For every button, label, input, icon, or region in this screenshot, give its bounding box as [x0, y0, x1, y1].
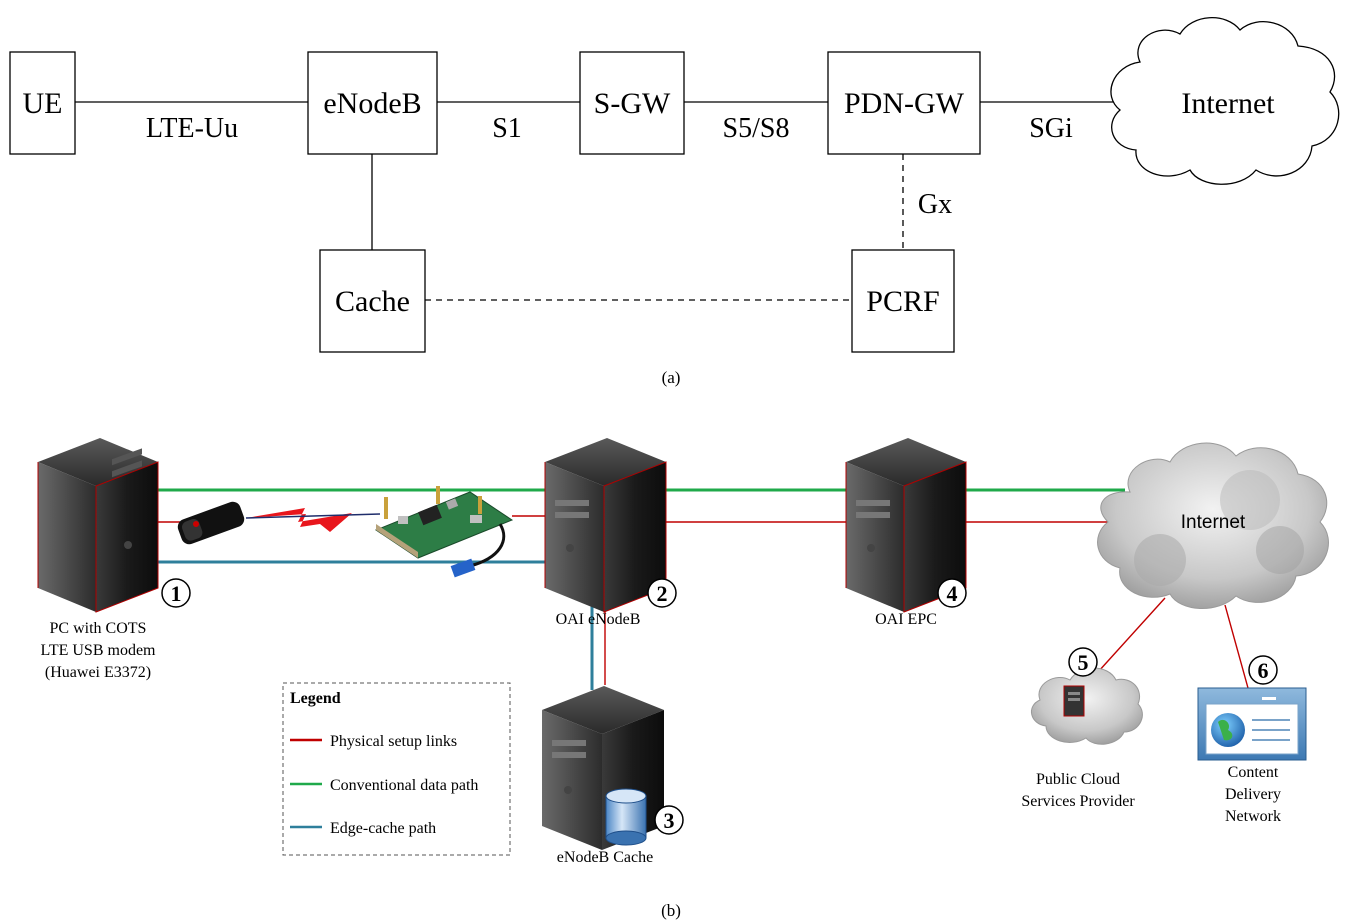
marker-1-number: 1	[171, 581, 182, 606]
marker-2-number: 2	[657, 581, 668, 606]
s1-label: S1	[492, 113, 522, 144]
ue-label: UE	[23, 87, 63, 120]
sgw-label: S-GW	[594, 87, 671, 120]
marker-5: 5	[1068, 647, 1098, 677]
legend-item-physical: Physical setup links	[330, 733, 457, 750]
internet-b-label: Internet	[1181, 512, 1246, 533]
database-icon	[605, 788, 647, 846]
pcrf-box	[851, 249, 955, 353]
pc-label-line2: LTE USB modem	[41, 642, 157, 659]
caption-b: (b)	[661, 901, 681, 920]
marker-5-number: 5	[1078, 650, 1089, 675]
enodeb-box	[307, 51, 438, 155]
legend: Legend Physical setup links Conventional…	[282, 682, 511, 856]
usb-modem-icon	[177, 501, 245, 545]
marker-6-number: 6	[1258, 658, 1269, 683]
pc-label-line1: PC with COTS	[50, 620, 147, 637]
legend-item-edge-cache: Edge-cache path	[330, 820, 436, 837]
lte-uu-label: LTE-Uu	[146, 113, 238, 144]
marker-2: 2	[647, 578, 677, 608]
internet-label: Internet	[1181, 87, 1275, 120]
pdngw-label: PDN-GW	[844, 87, 965, 120]
cache-b-label: eNodeB Cache	[557, 849, 653, 866]
enodeb-server-icon	[544, 438, 667, 613]
cdn-window-icon	[1197, 687, 1307, 761]
cdn-line1: Content	[1228, 764, 1279, 781]
wireless-link-bolt	[246, 508, 352, 532]
diagram-a: UE eNodeB S-GW PDN-GW Internet Cache PCR…	[9, 17, 1340, 387]
enodeb-b-label: OAI eNodeB	[556, 611, 641, 628]
cdn-line2: Delivery	[1225, 786, 1281, 803]
pc-server-icon	[37, 438, 159, 613]
sgi-label: SGi	[1029, 113, 1073, 144]
cloud-provider-line1: Public Cloud	[1036, 771, 1120, 788]
edge-cache-path	[158, 560, 594, 690]
internet-cloud-icon	[1097, 442, 1329, 609]
gx-label: Gx	[918, 189, 952, 220]
enodeb-label: eNodeB	[323, 87, 421, 120]
marker-6: 6	[1248, 655, 1278, 685]
pcrf-label: PCRF	[866, 285, 939, 318]
marker-4-number: 4	[947, 581, 958, 606]
cache-label: Cache	[335, 285, 410, 318]
cache-box	[319, 249, 426, 353]
internet-cloud-outline	[1110, 17, 1340, 185]
diagram-b: Internet 1 2 3	[37, 438, 1329, 920]
caption-a: (a)	[662, 368, 681, 387]
cdn-line3: Network	[1225, 808, 1281, 825]
ue-box	[9, 51, 76, 155]
marker-3-number: 3	[664, 808, 675, 833]
public-cloud-icon	[1031, 667, 1143, 745]
physical-link-internet-cdn	[1224, 604, 1249, 689]
marker-3: 3	[654, 805, 684, 835]
epc-b-label: OAI EPC	[875, 611, 937, 628]
physical-link-internet-cloud	[1097, 597, 1166, 673]
cloud-provider-line2: Services Provider	[1021, 793, 1135, 810]
s5s8-label: S5/S8	[723, 113, 790, 144]
pdngw-box	[827, 51, 981, 155]
legend-title: Legend	[290, 690, 341, 707]
legend-item-conventional: Conventional data path	[330, 777, 478, 794]
marker-4: 4	[937, 578, 967, 608]
epc-server-icon	[845, 438, 967, 613]
sdr-board-icon	[374, 486, 514, 578]
sgw-box	[579, 51, 685, 155]
pc-label-line3: (Huawei E3372)	[45, 664, 151, 681]
wireless-link-line	[245, 513, 381, 519]
marker-1: 1	[161, 578, 191, 608]
